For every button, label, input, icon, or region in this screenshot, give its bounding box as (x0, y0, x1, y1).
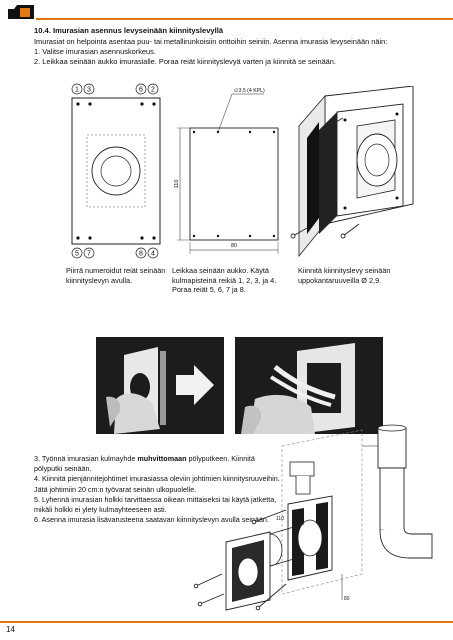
page-number: 14 (6, 625, 15, 634)
height-dimension-label: 110 (174, 180, 180, 189)
hole-number: 6 (139, 87, 143, 94)
intro-text: Imurasiat on helpointa asentaa puu- tai … (34, 37, 434, 67)
mounting-plate-diagram: 1 3 6 2 5 7 8 4 (71, 83, 161, 259)
step-5: 5. Lyhennä imurasian holkki tarvittaessa… (34, 494, 277, 515)
brand-logo-icon (8, 5, 34, 19)
hole-number: 2 (151, 87, 155, 94)
page-header (0, 0, 453, 22)
step-4: 4. Kiinnitä pienjännitejohtimet imurasia… (34, 474, 280, 494)
step-6: 6. Asenna imurasia lisävarusteena saatav… (34, 515, 269, 525)
dimension-label: 80 (344, 596, 350, 602)
caption-cut-opening: Leikkaa seinään aukko. Käytä kulmapistei… (172, 266, 277, 294)
hole-number: 3 (87, 87, 91, 94)
hole-number: 5 (75, 251, 79, 258)
plate-fastening-diagram (290, 86, 414, 258)
step-3: 3. Työnnä imurasian kulmayhde muhvittoma… (34, 454, 255, 474)
footer-rule (0, 621, 453, 623)
exploded-assembly-diagram: 110 80 (193, 424, 433, 611)
caption-fasten-plate: Kiinnitä kiinnityslevy seinään uppokanta… (298, 266, 391, 285)
hole-number: 1 (75, 87, 79, 94)
photo-cable-routing (235, 337, 383, 434)
caption-mark-holes: Piirrä numeroidut reiät seinään kiinnity… (66, 266, 166, 285)
intro-line: 2. Leikkaa seinään aukko imurasialle. Po… (34, 57, 336, 66)
hole-number: 7 (87, 251, 91, 258)
dimension-label: 110 (276, 516, 284, 522)
intro-line: Imurasiat on helpointa asentaa puu- tai … (34, 37, 388, 46)
installation-steps: 3. Työnnä imurasian kulmayhde muhvittoma… (34, 454, 284, 525)
photo-plate-insertion-image (96, 337, 224, 434)
cutout-dimension-diagram: ∅3,5 (4 KPL) 110 80 (174, 88, 279, 254)
photo-plate-insertion (96, 337, 224, 434)
intro-line: 1. Valitse imurasian asennuskorkeus. (34, 47, 156, 56)
hole-number: 4 (151, 251, 155, 258)
width-dimension-label: 80 (231, 243, 237, 249)
hole-number: 8 (139, 251, 143, 258)
section-heading: 10.4. Imurasian asennus levyseinään kiin… (34, 26, 224, 35)
header-rule (36, 18, 453, 20)
photo-cable-routing-image (235, 337, 383, 434)
hole-size-label: ∅3,5 (4 KPL) (234, 88, 265, 94)
emphasis-text: muhvittomaan (137, 454, 187, 463)
